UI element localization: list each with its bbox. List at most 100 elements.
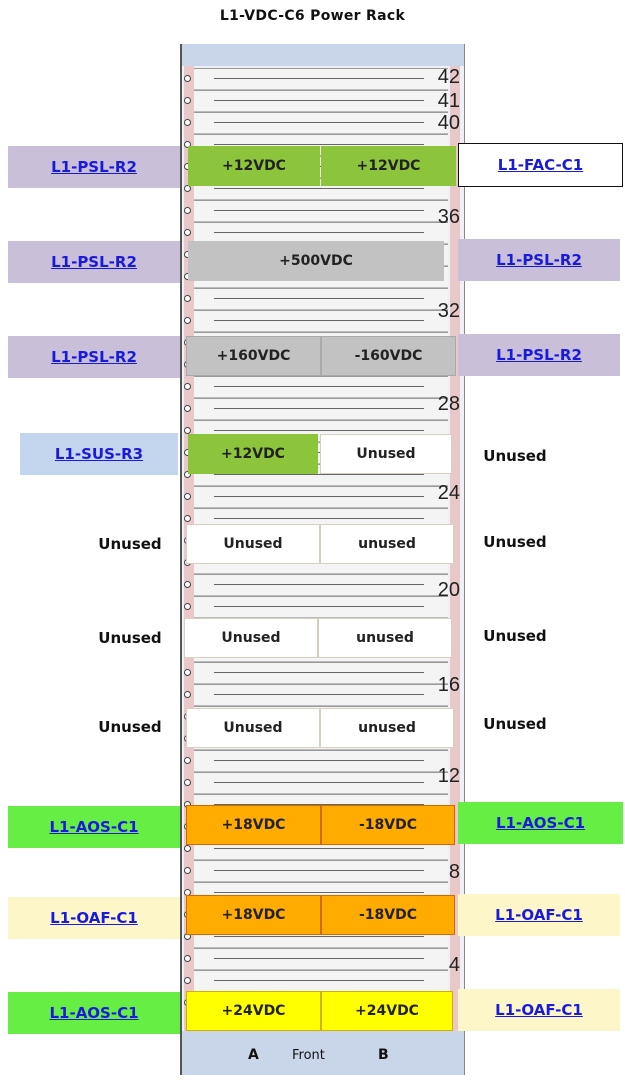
- left-link[interactable]: L1-PSL-R2: [51, 253, 137, 271]
- unit-number: 32: [437, 300, 460, 322]
- right-link[interactable]: L1-OAF-C1: [495, 906, 583, 924]
- rack-slot-plate: [184, 772, 448, 794]
- module-a-row-3: +160VDC: [186, 336, 321, 376]
- unit-number: 8: [448, 861, 460, 883]
- rack-slot-plate: [184, 948, 448, 970]
- screw-icon: [184, 867, 191, 874]
- rack-rail-right: [450, 66, 460, 1031]
- left-label-row-8[interactable]: L1-AOS-C1: [8, 806, 180, 848]
- module-b-row-3: -160VDC: [321, 336, 456, 376]
- right-label-row-4: Unused: [483, 447, 547, 465]
- screw-icon: [184, 317, 191, 324]
- screw-icon: [184, 845, 191, 852]
- rack-slot-plate: [184, 288, 448, 310]
- module-a-row-10: +24VDC: [186, 991, 321, 1031]
- right-link[interactable]: L1-FAC-C1: [497, 156, 584, 174]
- left-label-row-10[interactable]: L1-AOS-C1: [8, 992, 180, 1034]
- right-link[interactable]: L1-PSL-R2: [496, 251, 582, 269]
- right-label-row-2[interactable]: L1-PSL-R2: [458, 239, 620, 281]
- screw-icon: [184, 75, 191, 82]
- unit-number: 12: [437, 765, 460, 787]
- module-a-row-7: Unused: [186, 708, 320, 748]
- module-b-row-1: +12VDC: [321, 146, 456, 186]
- module-a-row-8: +18VDC: [186, 805, 321, 845]
- screw-icon: [184, 471, 191, 478]
- right-link[interactable]: L1-AOS-C1: [495, 814, 586, 832]
- rack-slot-plate: [184, 574, 448, 596]
- side-b-label: B: [378, 1047, 389, 1063]
- right-label-row-1[interactable]: L1-FAC-C1: [458, 143, 623, 187]
- screw-icon: [184, 757, 191, 764]
- front-label: Front: [292, 1048, 325, 1063]
- screw-icon: [184, 427, 191, 434]
- screw-icon: [184, 669, 191, 676]
- screw-icon: [184, 229, 191, 236]
- left-label-row-3[interactable]: L1-PSL-R2: [8, 336, 180, 378]
- screw-icon: [184, 185, 191, 192]
- right-link[interactable]: L1-PSL-R2: [496, 346, 582, 364]
- screw-icon: [184, 515, 191, 522]
- screw-icon: [184, 493, 191, 500]
- right-label-row-5: Unused: [483, 533, 547, 551]
- screw-icon: [184, 691, 191, 698]
- screw-icon: [184, 779, 191, 786]
- module-b-row-10: +24VDC: [321, 991, 453, 1031]
- unit-number: 24: [437, 482, 460, 504]
- rack-slot-plate: [184, 398, 448, 420]
- module-b-row-6: unused: [318, 618, 452, 658]
- right-label-row-10[interactable]: L1-OAF-C1: [458, 989, 620, 1031]
- module-full-row-2: +500VDC: [188, 241, 444, 281]
- rack-top-bar: [182, 44, 464, 66]
- unit-number: 16: [437, 674, 460, 696]
- rack-slot-plate: [184, 112, 448, 134]
- left-link[interactable]: L1-PSL-R2: [51, 158, 137, 176]
- left-label-row-2[interactable]: L1-PSL-R2: [8, 241, 180, 283]
- rack-footer: A Front B: [182, 1031, 464, 1075]
- left-label-row-7: Unused: [98, 718, 162, 736]
- screw-icon: [184, 207, 191, 214]
- module-b-row-8: -18VDC: [321, 805, 455, 845]
- screw-icon: [184, 141, 191, 148]
- rack-slot-plate: [184, 750, 448, 772]
- right-label-row-6: Unused: [483, 627, 547, 645]
- rack-slot-plate: [184, 662, 448, 684]
- rack-slot-plate: [184, 684, 448, 706]
- module-b-row-5: unused: [320, 524, 454, 564]
- right-link[interactable]: L1-OAF-C1: [495, 1001, 583, 1019]
- unit-number: 36: [437, 206, 460, 228]
- left-label-row-1[interactable]: L1-PSL-R2: [8, 146, 180, 188]
- rack-slot-plate: [184, 310, 448, 332]
- screw-icon: [184, 581, 191, 588]
- module-a-row-4: +12VDC: [188, 434, 318, 474]
- module-a-row-9: +18VDC: [186, 895, 321, 935]
- left-link[interactable]: L1-PSL-R2: [51, 348, 137, 366]
- screw-icon: [184, 977, 191, 984]
- rack-slot-plate: [184, 860, 448, 882]
- rack-slot-plate: [184, 90, 448, 112]
- module-b-row-9: -18VDC: [321, 895, 455, 935]
- unit-number: 40: [437, 112, 460, 134]
- unit-number: 41: [437, 90, 460, 112]
- rack-slot-plate: [184, 68, 448, 90]
- right-label-row-3[interactable]: L1-PSL-R2: [458, 334, 620, 376]
- left-label-row-9[interactable]: L1-OAF-C1: [8, 897, 180, 939]
- unit-number: 4: [448, 954, 460, 976]
- screw-icon: [184, 955, 191, 962]
- left-link[interactable]: L1-AOS-C1: [49, 1004, 139, 1022]
- left-link[interactable]: L1-SUS-R3: [54, 445, 144, 463]
- right-label-row-9[interactable]: L1-OAF-C1: [458, 894, 620, 936]
- right-label-row-8[interactable]: L1-AOS-C1: [458, 802, 623, 844]
- unit-number: 20: [437, 579, 460, 601]
- left-link[interactable]: L1-AOS-C1: [49, 818, 139, 836]
- screw-icon: [184, 295, 191, 302]
- unit-number: 28: [437, 393, 460, 415]
- rack-slot-plate: [184, 376, 448, 398]
- module-a-row-1: +12VDC: [188, 146, 320, 186]
- left-link[interactable]: L1-OAF-C1: [50, 909, 138, 927]
- module-a-row-5: Unused: [186, 524, 320, 564]
- left-label-row-6: Unused: [98, 629, 162, 647]
- left-label-row-4[interactable]: L1-SUS-R3: [20, 433, 178, 475]
- screw-icon: [184, 97, 191, 104]
- side-a-label: A: [248, 1047, 259, 1063]
- rack-slot-plate: [184, 200, 448, 222]
